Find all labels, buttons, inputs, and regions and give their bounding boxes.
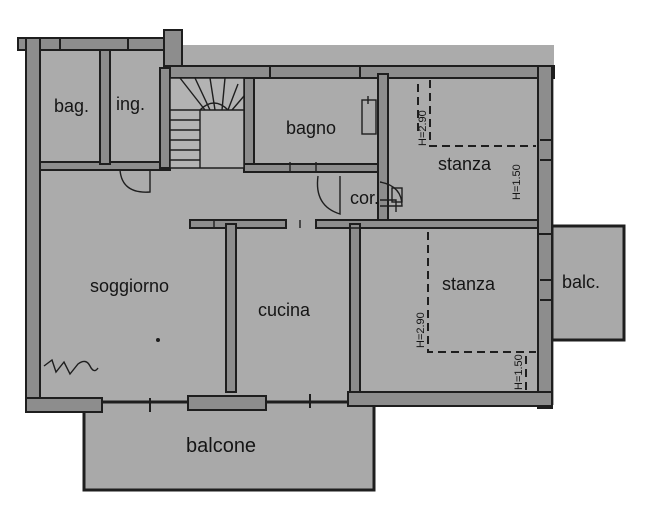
- wall-right-upper: [537, 65, 553, 241]
- scribble-mark: [43, 358, 99, 376]
- stair-curve: [199, 102, 229, 111]
- wall-cucina-left: [225, 223, 237, 393]
- doors: [119, 162, 403, 229]
- stair-line: [209, 77, 216, 111]
- wall-stair-left: [159, 67, 171, 169]
- bagno-fixture: [361, 99, 377, 135]
- stanza1-height-line: [429, 80, 536, 147]
- label-soggiorno: soggiorno: [90, 276, 169, 296]
- door-stanza1: [379, 181, 403, 207]
- label-bagno: bagno: [286, 118, 336, 138]
- label-bag: bag.: [54, 96, 89, 116]
- wall-cucina-right: [349, 223, 361, 393]
- wall-stanza2-top: [315, 219, 539, 229]
- wall-bagno-bottom: [243, 163, 381, 173]
- cor-cabinet: [391, 187, 403, 203]
- stanza2-height-line: [427, 232, 536, 353]
- height-lines: [417, 80, 536, 392]
- label-cucina: cucina: [258, 300, 311, 320]
- balcone-floor: [82, 400, 376, 492]
- door-cor: [316, 175, 341, 215]
- wall-bottom-right: [347, 391, 553, 407]
- wall-soggiorno-top: [189, 219, 287, 229]
- wall-right-lower: [537, 233, 553, 409]
- wall-bag-ing-divider: [99, 49, 111, 165]
- wall-bottom-mid: [187, 395, 267, 411]
- interior-walls: [39, 49, 539, 393]
- door-detail: [380, 199, 397, 212]
- scribble-dot: [156, 338, 160, 342]
- height-label-stanza1-b: H=1.50: [511, 164, 523, 200]
- stair-line: [231, 95, 245, 111]
- staircase: [169, 77, 245, 169]
- wall-stair-post: [163, 29, 183, 69]
- label-stanza-1: stanza: [438, 154, 492, 174]
- balc-floor: [550, 224, 626, 342]
- label-stanza-2: stanza: [442, 274, 496, 294]
- stair-line: [179, 77, 206, 111]
- room-labels: bag. ing. bagno cor. stanza stanza soggi…: [54, 94, 600, 457]
- label-ing: ing.: [116, 94, 145, 114]
- stair-box: [169, 77, 245, 169]
- wall-bottom-left: [25, 397, 103, 413]
- door-bagno-jamb: [289, 162, 317, 172]
- wall-left: [25, 37, 41, 411]
- wall-bagno-left: [243, 77, 255, 171]
- height-label-stanza2-b: H=1.50: [513, 354, 525, 390]
- label-cor: cor.: [350, 188, 379, 208]
- stair-line: [227, 83, 239, 111]
- wall-stanza1-left: [377, 73, 389, 225]
- exterior-walls: [17, 29, 555, 413]
- door-ingresso: [119, 169, 151, 193]
- height-label-stanza1-a: H=2.90: [417, 110, 429, 146]
- height-labels: H=2.90 H=1.50 H=2.90 H=1.50: [415, 110, 525, 390]
- windows: [59, 38, 552, 412]
- stair-line: [221, 77, 226, 111]
- label-balc: balc.: [562, 272, 600, 292]
- height-label-stanza2-a: H=2.90: [415, 312, 427, 348]
- label-balcone: balcone: [186, 435, 256, 457]
